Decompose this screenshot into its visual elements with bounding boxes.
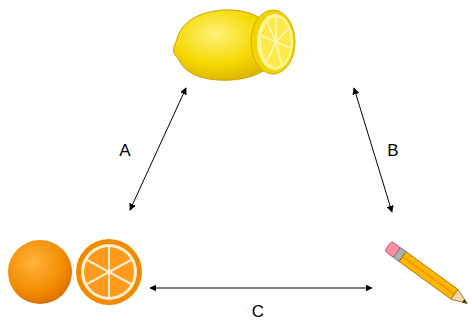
pencil-picture bbox=[384, 241, 470, 308]
arrow-c bbox=[150, 288, 372, 289]
arrow-label: A bbox=[117, 141, 132, 160]
arrow-a bbox=[130, 88, 186, 210]
arrow-label: C bbox=[250, 302, 266, 321]
arrow-label: B bbox=[385, 141, 400, 160]
lemon-picture bbox=[173, 10, 295, 80]
orange-picture bbox=[8, 239, 142, 305]
